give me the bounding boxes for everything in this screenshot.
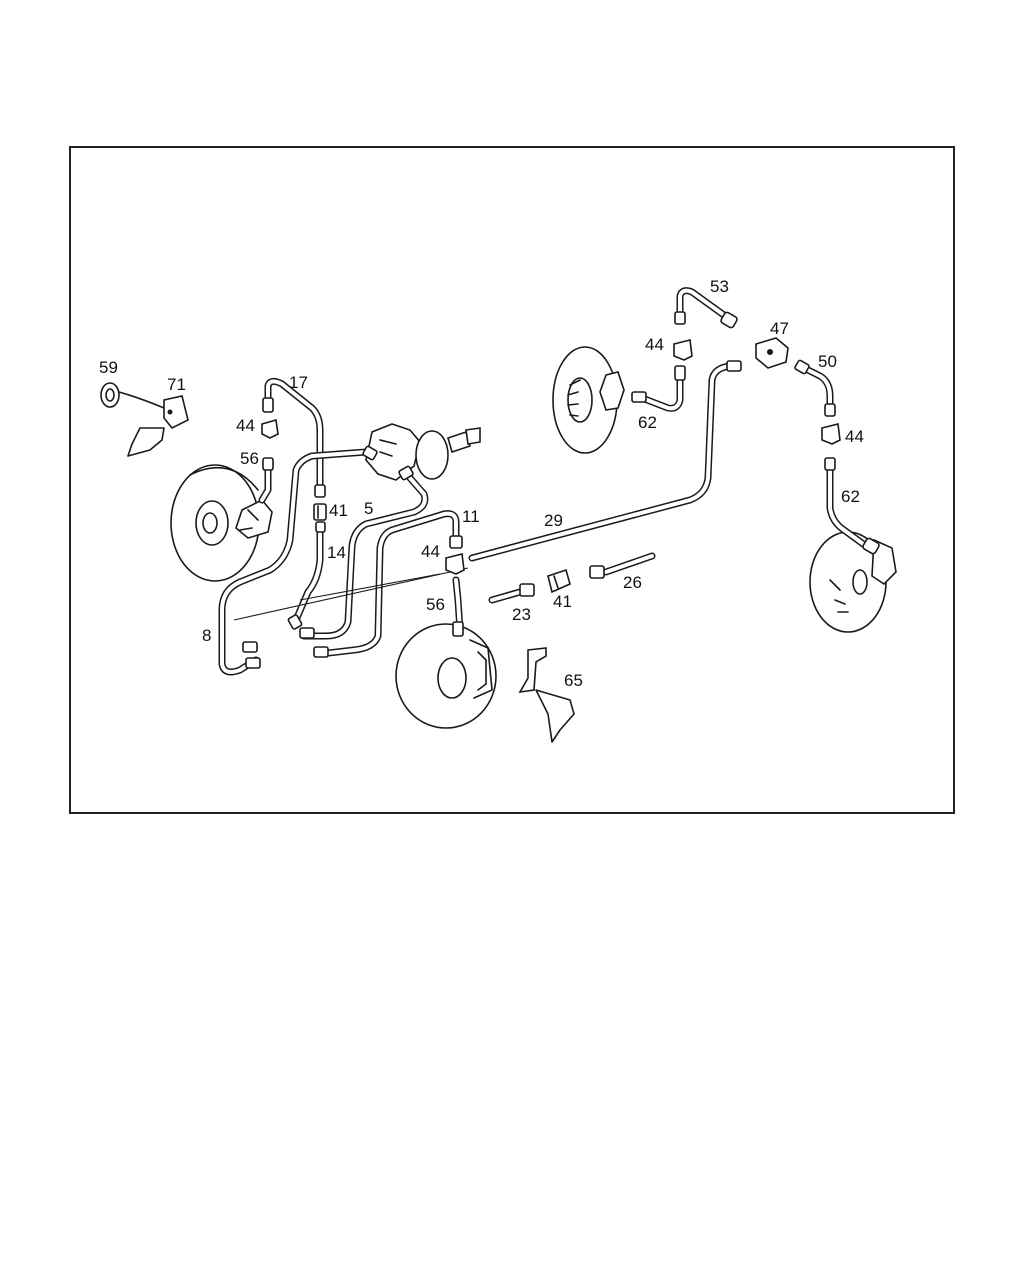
front-left-caliper	[235, 499, 273, 539]
callout-11: 11	[462, 507, 480, 526]
callout-44-center: 44	[421, 542, 440, 561]
callout-62-left: 62	[638, 413, 657, 432]
diagram-frame	[69, 146, 955, 814]
callout-56-center: 56	[426, 595, 445, 614]
fittings	[242, 311, 880, 669]
rear-left-brake-disc	[552, 346, 625, 454]
callout-41-left: 41	[329, 501, 348, 520]
brake-distributor-47	[755, 337, 789, 369]
callout-71: 71	[167, 375, 186, 394]
callout-8: 8	[202, 626, 211, 645]
callout-47: 47	[770, 319, 789, 338]
pipe-connector-41b	[547, 568, 571, 594]
callout-26: 26	[623, 573, 642, 592]
callout-56-left: 56	[240, 449, 259, 468]
callout-23: 23	[512, 605, 531, 624]
callout-17: 17	[289, 373, 308, 392]
brake-master-cylinder	[365, 423, 481, 481]
callout-5: 5	[364, 499, 373, 518]
callouts: 59 71 17 44 56 41 5 14 8 11 29 44 56 23 …	[99, 277, 864, 690]
front-right-brake-disc	[395, 623, 497, 729]
clip-44-left	[261, 418, 279, 439]
grommet-59	[100, 382, 165, 409]
callout-50: 50	[818, 352, 837, 371]
bracket-65	[518, 647, 575, 743]
bracket-71	[127, 395, 189, 457]
callout-53: 53	[710, 277, 729, 296]
callout-44-right: 44	[845, 427, 864, 446]
clip-44-top	[673, 339, 693, 361]
brake-pipes	[218, 287, 870, 676]
callout-62-right: 62	[841, 487, 860, 506]
callout-44-left: 44	[236, 416, 255, 435]
rear-right-brake-disc	[809, 531, 897, 633]
clip-44-center	[445, 553, 465, 575]
callout-65: 65	[564, 671, 583, 690]
callout-29: 29	[544, 511, 563, 530]
clip-44-right	[821, 423, 841, 445]
callout-41-center: 41	[553, 592, 572, 611]
callout-59: 59	[99, 358, 118, 377]
callout-44-top: 44	[645, 335, 664, 354]
callout-14: 14	[327, 543, 346, 562]
pipe-connector-41	[313, 503, 327, 521]
